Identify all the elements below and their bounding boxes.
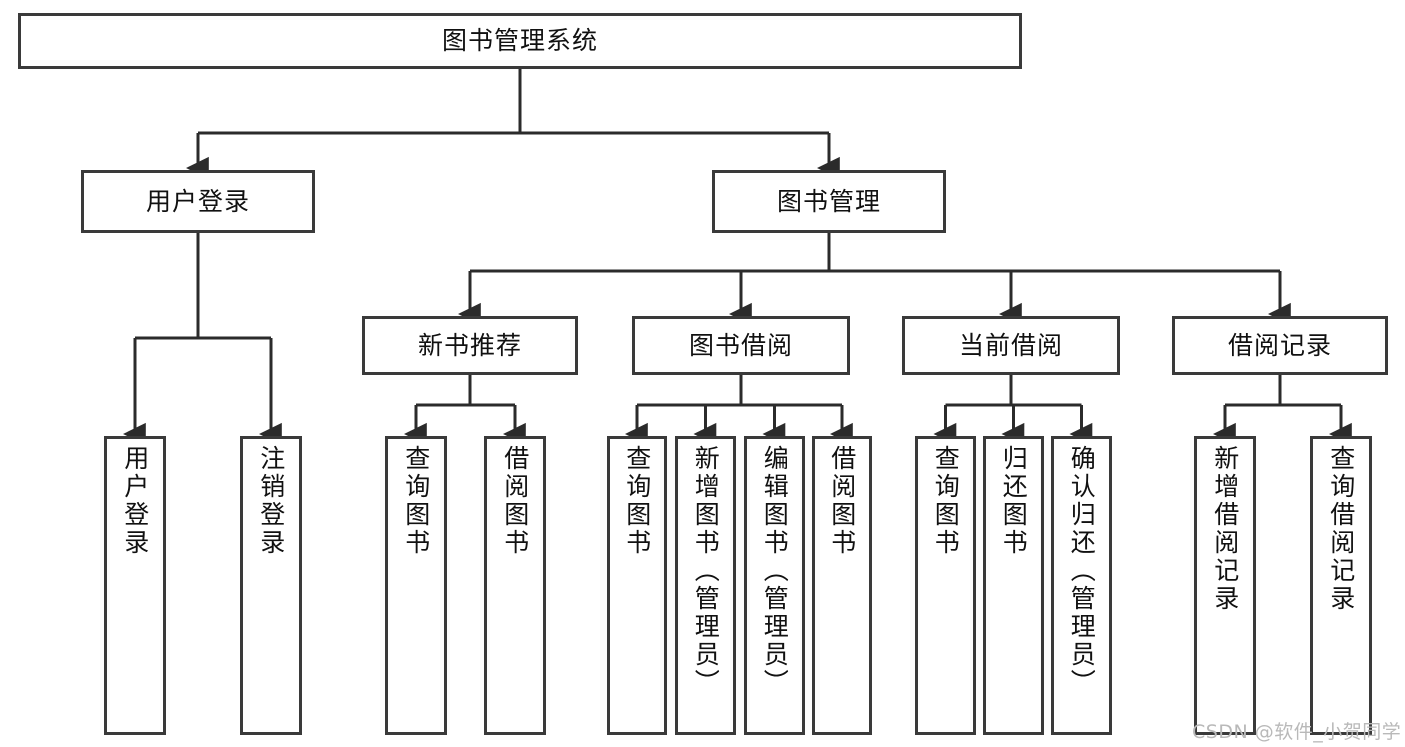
node-leaf-borrow-book-2[interactable]: 借阅图书 <box>812 436 872 735</box>
node-current-borrow[interactable]: 当前借阅 <box>902 316 1120 375</box>
node-leaf-edit-book[interactable]: 编辑图书（管理员） <box>744 436 805 735</box>
node-leaf-return-book[interactable]: 归还图书 <box>983 436 1044 735</box>
node-label: 新书推荐 <box>417 330 522 360</box>
node-label: 查询图书 <box>931 445 961 557</box>
node-leaf-query-book-3[interactable]: 查询图书 <box>915 436 976 735</box>
node-label: 当前借阅 <box>958 330 1063 360</box>
node-label: 用户登录 <box>120 445 150 557</box>
node-label: 用户登录 <box>145 186 250 216</box>
node-label: 新增图书（管理员） <box>691 445 721 697</box>
node-user-login[interactable]: 用户登录 <box>81 170 315 233</box>
node-label: 新增借阅记录 <box>1210 445 1240 613</box>
node-leaf-logout[interactable]: 注销登录 <box>240 436 302 735</box>
node-label: 查询图书 <box>401 445 431 557</box>
node-borrow-record[interactable]: 借阅记录 <box>1172 316 1388 375</box>
node-label: 查询图书 <box>622 445 652 557</box>
node-label: 图书管理系统 <box>441 26 598 56</box>
node-label: 借阅图书 <box>500 445 530 557</box>
node-root[interactable]: 图书管理系统 <box>18 13 1022 69</box>
watermark-label: CSDN @软件_小贺同学 <box>1192 721 1402 743</box>
node-leaf-borrow-book-1[interactable]: 借阅图书 <box>484 436 546 735</box>
node-leaf-add-record[interactable]: 新增借阅记录 <box>1194 436 1256 735</box>
node-label: 借阅记录 <box>1227 330 1332 360</box>
edge-paths <box>122 69 1352 446</box>
node-label: 编辑图书（管理员） <box>760 445 790 697</box>
node-leaf-query-book-2[interactable]: 查询图书 <box>607 436 667 735</box>
node-label: 确认归还（管理员） <box>1067 445 1097 697</box>
node-new-book-rec[interactable]: 新书推荐 <box>362 316 578 375</box>
node-book-borrow[interactable]: 图书借阅 <box>632 316 850 375</box>
node-label: 图书借阅 <box>688 330 793 360</box>
node-label: 查询借阅记录 <box>1326 445 1356 613</box>
node-label: 归还图书 <box>999 445 1029 557</box>
node-leaf-user-login[interactable]: 用户登录 <box>104 436 166 735</box>
node-leaf-query-book-1[interactable]: 查询图书 <box>385 436 447 735</box>
node-leaf-confirm-return[interactable]: 确认归还（管理员） <box>1051 436 1112 735</box>
node-label: 借阅图书 <box>827 445 857 557</box>
node-label: 图书管理 <box>776 186 881 216</box>
node-label: 注销登录 <box>256 445 286 557</box>
node-leaf-query-record[interactable]: 查询借阅记录 <box>1310 436 1372 735</box>
node-book-manage[interactable]: 图书管理 <box>712 170 946 233</box>
node-leaf-add-book[interactable]: 新增图书（管理员） <box>675 436 736 735</box>
